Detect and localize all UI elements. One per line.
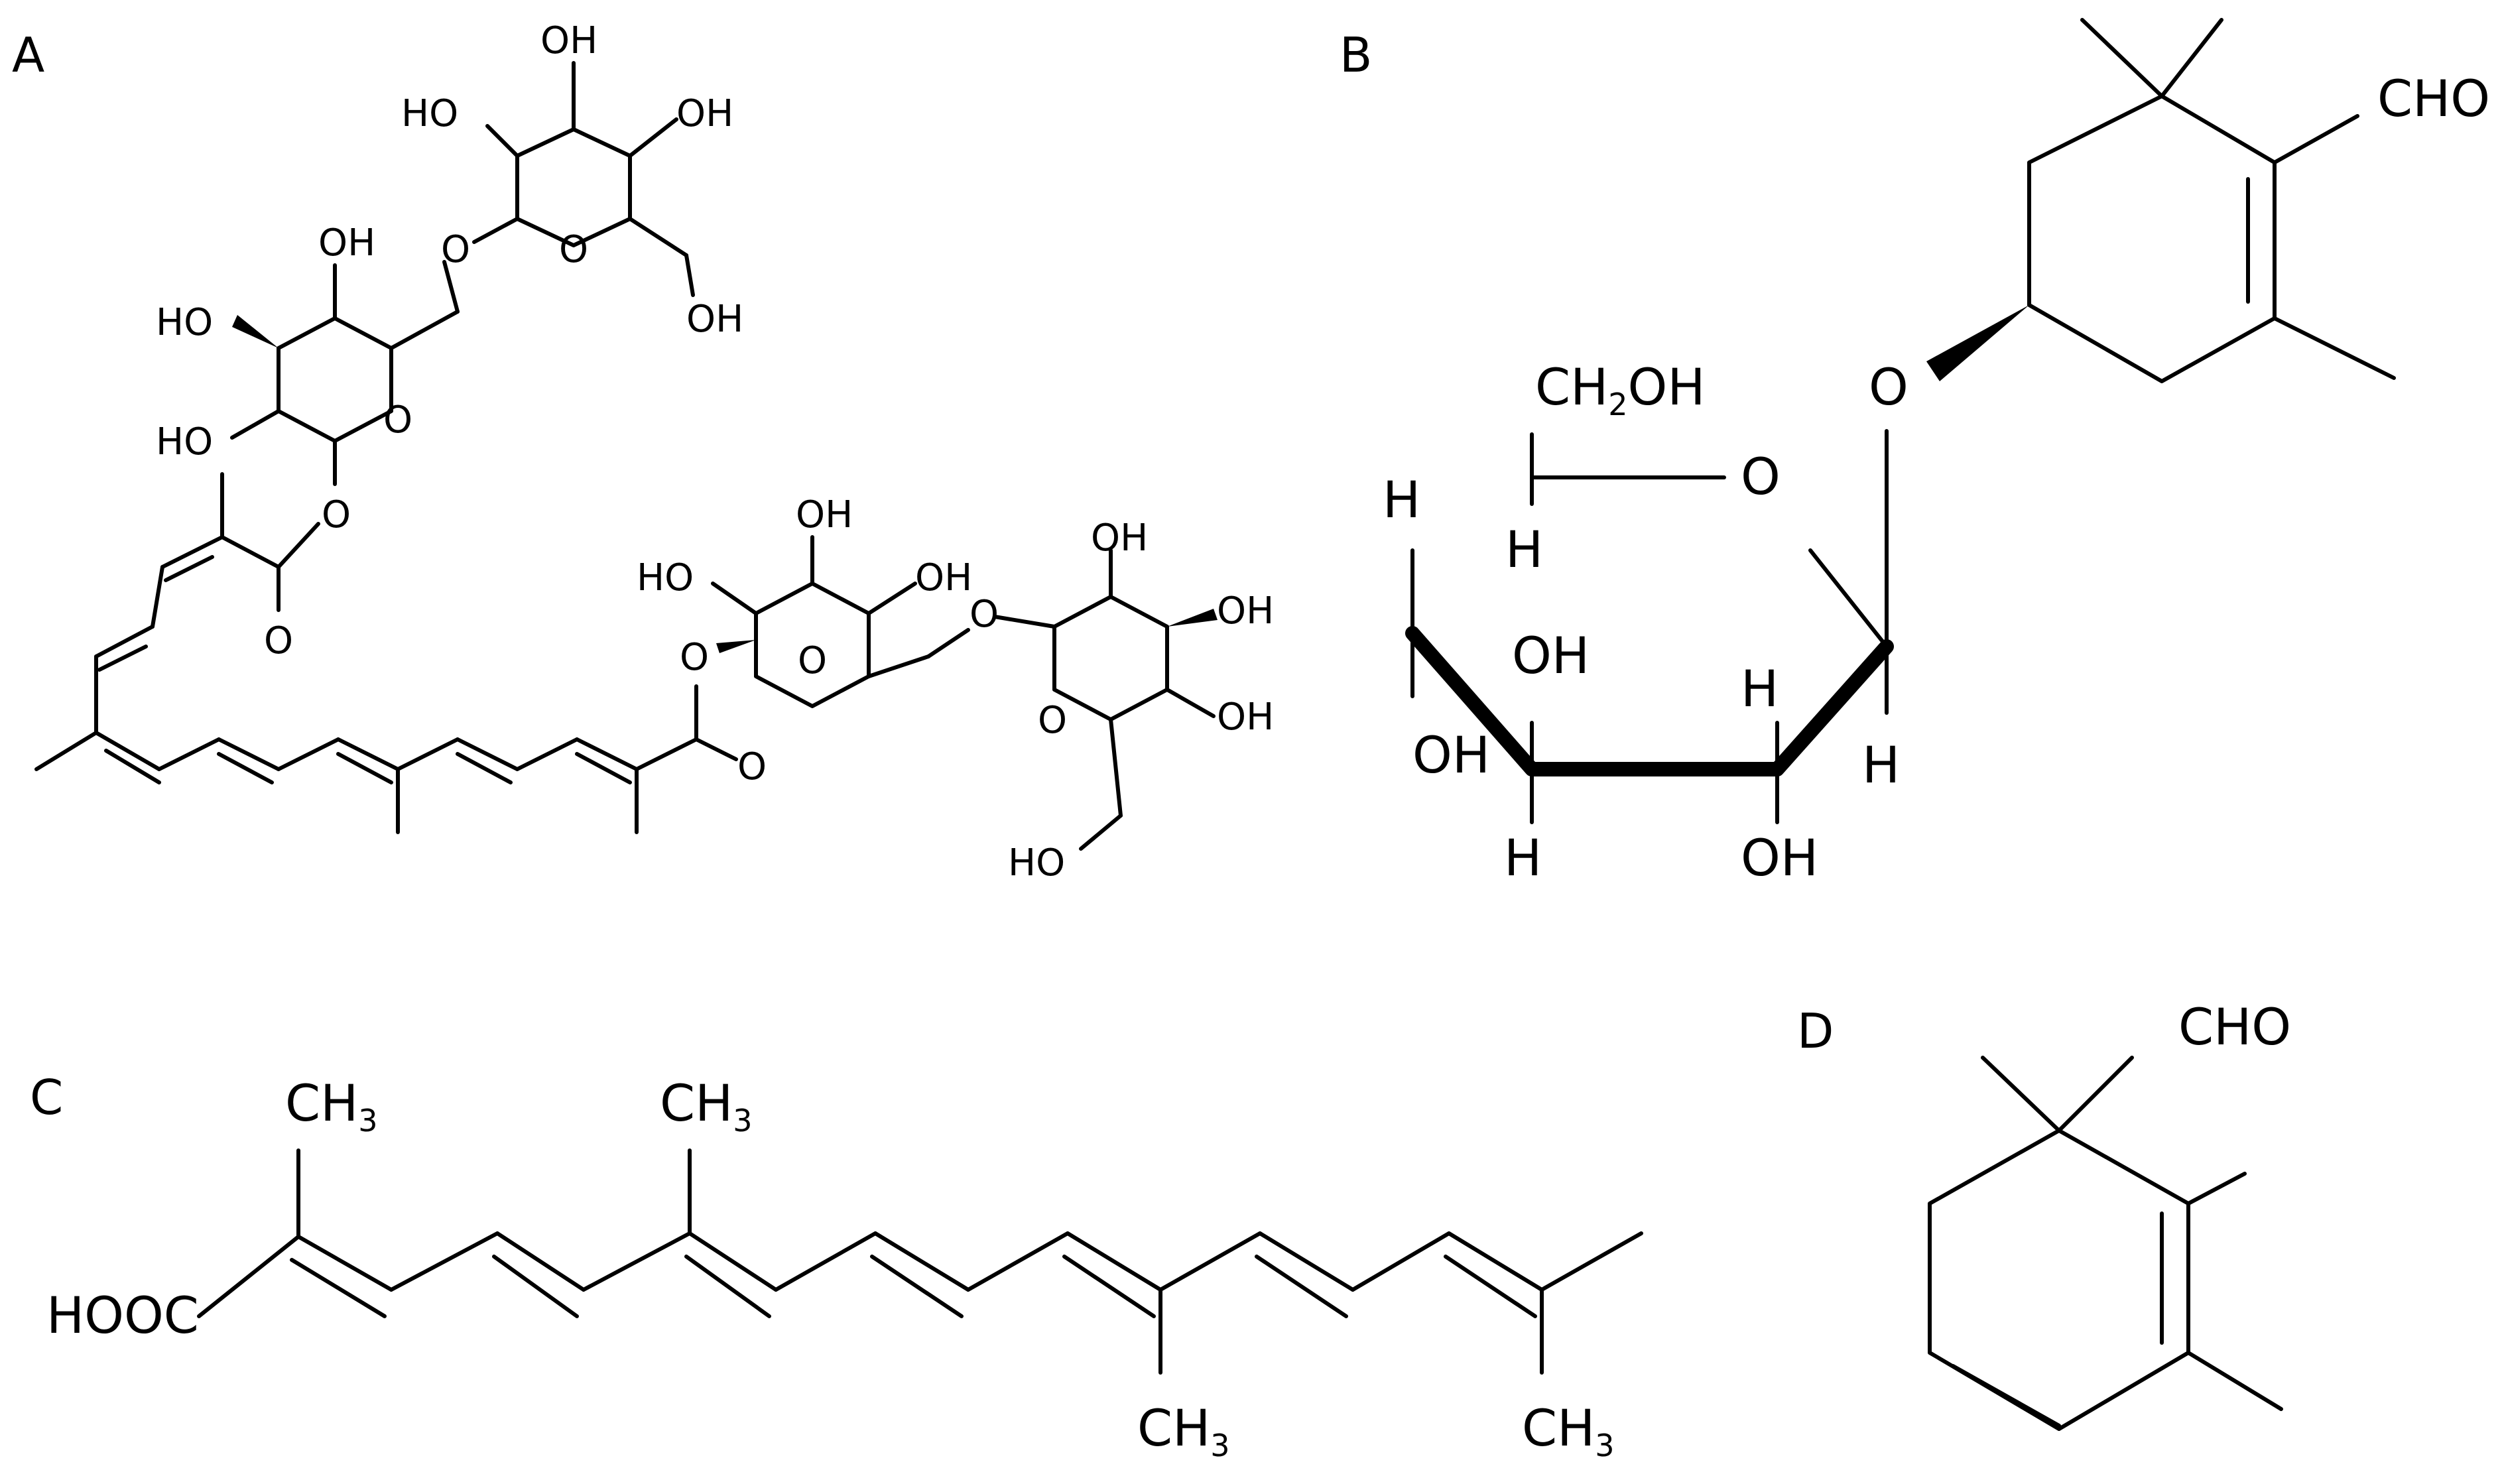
b-h-c3-top: H — [1741, 659, 1779, 718]
a-glucose-right-2 — [993, 548, 1218, 851]
b-h-c5: H — [1505, 520, 1543, 579]
b-h-bottom-left: H — [1504, 828, 1542, 887]
panel-label-a: A — [12, 27, 44, 83]
a-right-carbonyl-o: O — [737, 745, 767, 788]
a-top-oh-2: OH — [676, 92, 733, 135]
a-link-o-3: O — [970, 593, 999, 636]
a-glucose-right-1 — [711, 535, 970, 708]
d-ring — [1928, 1056, 2283, 1431]
a-r2-oh-right: OH — [1217, 589, 1274, 633]
b-cyclohexene — [2027, 18, 2396, 383]
a-ester-o-right: O — [680, 636, 709, 679]
a-r2-ho: HO — [1008, 841, 1065, 885]
c-ch3-2: CH3 — [660, 1074, 753, 1139]
b-ether-o: O — [1869, 357, 1908, 416]
a-glucose-upper-left — [230, 260, 460, 486]
a-r2-oh-lower: OH — [1217, 696, 1274, 739]
a-r2-oh-top: OH — [1091, 517, 1148, 560]
a-r1-oh-top: OH — [796, 493, 853, 536]
c-ch3-4: CH3 — [1522, 1398, 1615, 1463]
b-oh-c4: OH — [1512, 626, 1590, 685]
b-ring-o: O — [1741, 447, 1781, 506]
b-oh-bottom: OH — [1741, 828, 1818, 887]
a-top-ring-o: O — [559, 228, 588, 271]
panel-a-structure: OH HO OH OH O O OH HO HO O O — [34, 19, 1274, 885]
a-ul-oh: OH — [318, 221, 375, 265]
a-top-oh-3: OH — [686, 298, 743, 341]
panel-label-b: B — [1340, 27, 1372, 83]
a-top-ho: HO — [401, 92, 458, 135]
a-ul-ho-2: HO — [156, 420, 213, 464]
a-top-oh-1: OH — [540, 19, 597, 62]
b-wedge-bond — [1926, 305, 2029, 381]
b-h-right: H — [1862, 735, 1900, 794]
a-r1-ho: HO — [637, 556, 694, 599]
a-glucose-top — [472, 61, 695, 297]
a-polyene-chain — [34, 472, 738, 834]
b-haworth-ring — [1405, 432, 1894, 824]
panel-label-c: C — [30, 1070, 63, 1125]
b-ch2oh-main: CH2OH — [1535, 357, 1705, 422]
c-ch3-1: CH3 — [285, 1074, 378, 1139]
panel-label-d: D — [1797, 1003, 1834, 1059]
panel-d-structure: CHO — [1928, 997, 2291, 1431]
b-cho: CHO — [2377, 69, 2490, 128]
a-ul-ring-o: O — [383, 399, 412, 442]
panel-b-structure: CHO O CH2OH O H H OH OH H H OH H — [1383, 18, 2490, 887]
b-h-top-left: H — [1383, 470, 1420, 529]
a-r2-ring-o: O — [1038, 699, 1067, 742]
b-oh-left: OH — [1412, 725, 1490, 784]
a-ul-ho-1: HO — [156, 301, 213, 344]
a-link-o-2: O — [322, 493, 351, 536]
a-r1-oh-right: OH — [915, 556, 972, 599]
a-r1-ring-o: O — [798, 639, 827, 682]
c-polyene-chain — [197, 1148, 1643, 1375]
panel-c-structure: HOOC CH3 CH3 CH3 CH3 — [46, 1074, 1643, 1463]
c-hooc: HOOC — [46, 1286, 199, 1345]
a-left-carbonyl-o: O — [264, 619, 293, 662]
d-cho: CHO — [2178, 997, 2291, 1056]
c-ch3-3: CH3 — [1137, 1398, 1230, 1463]
